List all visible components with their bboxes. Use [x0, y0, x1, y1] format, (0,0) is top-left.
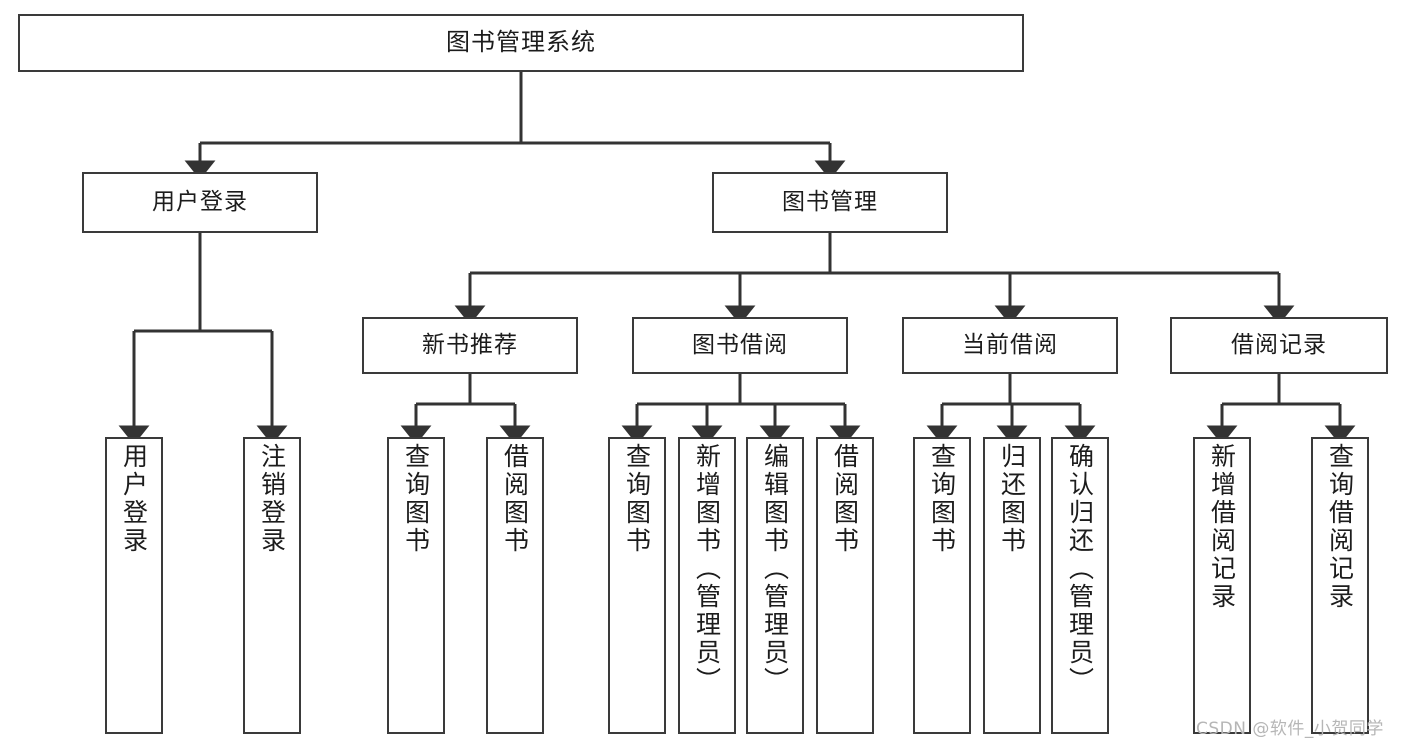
- node-leaf-borrow-book-rec-label: 借阅图书: [500, 443, 530, 555]
- node-leaf-return-book-label: 归还图书: [997, 443, 1027, 555]
- node-leaf-user-logout[interactable]: 注销登录: [243, 437, 301, 734]
- node-leaf-user-login[interactable]: 用户登录: [105, 437, 163, 734]
- node-leaf-borrow-book[interactable]: 借阅图书: [816, 437, 874, 734]
- node-leaf-add-record[interactable]: 新增借阅记录: [1193, 437, 1251, 734]
- node-leaf-confirm-return-label: 确认归还（管理员）: [1065, 443, 1095, 695]
- node-leaf-query-book-borrow[interactable]: 查询图书: [608, 437, 666, 734]
- csdn-watermark: CSDN @软件_小贺同学: [1196, 719, 1384, 739]
- node-leaf-add-record-label: 新增借阅记录: [1207, 443, 1237, 611]
- node-leaf-borrow-book-label: 借阅图书: [830, 443, 860, 555]
- node-leaf-borrow-book-rec[interactable]: 借阅图书: [486, 437, 544, 734]
- node-leaf-query-book-cur-label: 查询图书: [927, 443, 957, 555]
- node-leaf-confirm-return[interactable]: 确认归还（管理员）: [1051, 437, 1109, 734]
- node-current-borrow[interactable]: 当前借阅: [902, 317, 1118, 374]
- node-leaf-add-book-label: 新增图书（管理员）: [692, 443, 722, 695]
- node-book-borrow[interactable]: 图书借阅: [632, 317, 848, 374]
- node-leaf-user-login-label: 用户登录: [119, 443, 149, 555]
- node-new-book-recommend-label: 新书推荐: [422, 332, 518, 359]
- node-leaf-add-book[interactable]: 新增图书（管理员）: [678, 437, 736, 734]
- node-leaf-return-book[interactable]: 归还图书: [983, 437, 1041, 734]
- node-leaf-query-book-borrow-label: 查询图书: [622, 443, 652, 555]
- node-current-borrow-label: 当前借阅: [962, 332, 1058, 359]
- node-book-manage[interactable]: 图书管理: [712, 172, 948, 233]
- node-leaf-query-book-rec-label: 查询图书: [401, 443, 431, 555]
- node-leaf-edit-book[interactable]: 编辑图书（管理员）: [746, 437, 804, 734]
- node-root[interactable]: 图书管理系统: [18, 14, 1024, 72]
- node-borrow-record[interactable]: 借阅记录: [1170, 317, 1388, 374]
- node-root-label: 图书管理系统: [446, 28, 596, 57]
- node-leaf-query-record[interactable]: 查询借阅记录: [1311, 437, 1369, 734]
- node-leaf-query-record-label: 查询借阅记录: [1325, 443, 1355, 611]
- node-book-manage-label: 图书管理: [782, 189, 878, 216]
- node-user-login-label: 用户登录: [152, 189, 248, 216]
- node-book-borrow-label: 图书借阅: [692, 332, 788, 359]
- node-leaf-user-logout-label: 注销登录: [257, 443, 287, 555]
- node-leaf-query-book-rec[interactable]: 查询图书: [387, 437, 445, 734]
- node-leaf-edit-book-label: 编辑图书（管理员）: [760, 443, 790, 695]
- node-borrow-record-label: 借阅记录: [1231, 332, 1327, 359]
- node-user-login[interactable]: 用户登录: [82, 172, 318, 233]
- node-new-book-recommend[interactable]: 新书推荐: [362, 317, 578, 374]
- node-leaf-query-book-cur[interactable]: 查询图书: [913, 437, 971, 734]
